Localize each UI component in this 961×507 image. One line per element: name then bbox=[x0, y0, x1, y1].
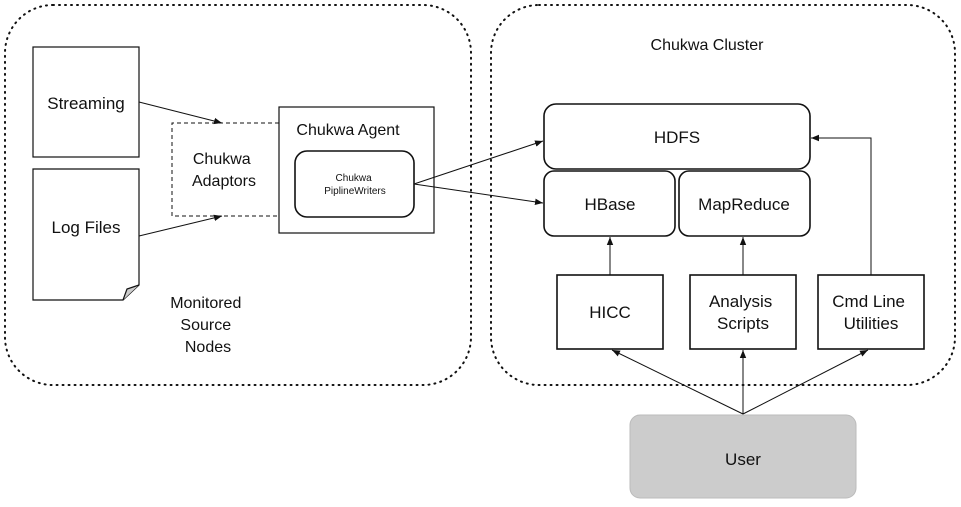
adaptors-label-line-1: Chukwa bbox=[193, 151, 251, 168]
analysis-label-line-1: Analysis bbox=[709, 292, 772, 311]
user-to-cmdline-arrow bbox=[742, 349, 869, 415]
analysis-box bbox=[689, 274, 797, 350]
hdfs-box bbox=[543, 103, 811, 170]
logfiles-to-adaptors-arrow bbox=[138, 214, 223, 237]
writers-label-line-1: Chukwa bbox=[336, 173, 373, 184]
cmdline-to-hdfs-arrow bbox=[811, 134, 872, 275]
log-files-fold bbox=[122, 284, 140, 301]
log-files-label: Log Files bbox=[52, 218, 121, 237]
streaming-to-adaptors-arrow bbox=[138, 101, 223, 125]
analysis-label: Analysis Scripts bbox=[709, 292, 777, 333]
mapreduce-box bbox=[678, 170, 811, 237]
writers-to-hbase-arrow bbox=[413, 183, 544, 206]
writers-to-hdfs-arrow bbox=[413, 140, 544, 185]
cmdline-label: Cmd Line Utilities bbox=[832, 292, 910, 333]
source-label-line-2: Source bbox=[180, 317, 231, 334]
cmdline-label-line-2: Utilities bbox=[844, 314, 899, 333]
user-box bbox=[629, 414, 857, 499]
streaming-label: Streaming bbox=[47, 94, 124, 113]
analysis-label-line-2: Scripts bbox=[717, 314, 769, 333]
hdfs-label: HDFS bbox=[654, 128, 700, 147]
writers-label-line-2: PiplineWriters bbox=[324, 186, 386, 197]
user-label: User bbox=[725, 450, 761, 469]
mapreduce-label: MapReduce bbox=[698, 195, 790, 214]
source-label: Monitored Source Nodes bbox=[170, 295, 246, 356]
agent-label: Chukwa Agent bbox=[296, 122, 400, 139]
hbase-label: HBase bbox=[584, 195, 635, 214]
cmdline-box bbox=[817, 274, 925, 350]
hicc-label: HICC bbox=[589, 303, 631, 322]
adaptors-label-line-2: Adaptors bbox=[192, 173, 256, 190]
adaptors-label: Chukwa Adaptors bbox=[192, 151, 256, 190]
source-nodes-region bbox=[4, 4, 472, 386]
hbase-box bbox=[543, 170, 676, 237]
writers-box bbox=[294, 150, 415, 218]
adaptors-box bbox=[171, 122, 279, 217]
source-label-line-3: Nodes bbox=[185, 339, 231, 356]
writers-label: Chukwa PiplineWriters bbox=[324, 173, 386, 197]
cluster-label: Chukwa Cluster bbox=[651, 37, 765, 54]
source-label-line-1: Monitored bbox=[170, 295, 241, 312]
cmdline-label-line-1: Cmd Line bbox=[832, 292, 905, 311]
user-to-hicc-arrow bbox=[611, 349, 744, 415]
